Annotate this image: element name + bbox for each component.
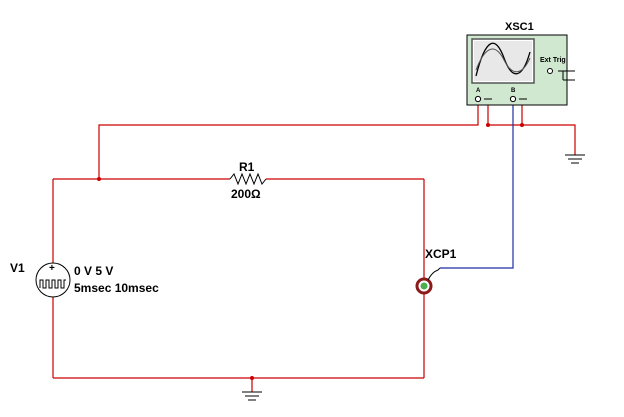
- resistor-ref-label: R1: [239, 160, 255, 174]
- scope-ref-label: XSC1: [505, 21, 534, 33]
- current-probe-xcp1[interactable]: XCP1: [415, 247, 457, 295]
- junction-dot: [520, 123, 524, 127]
- probe-lead: [427, 267, 441, 281]
- wire-probe-to-scope-b[interactable]: [440, 103, 514, 269]
- wire-to-scope-a[interactable]: [98, 103, 479, 179]
- resistor-zigzag: [229, 172, 267, 186]
- scope-channel-a-plus-terminal[interactable]: [474, 95, 482, 103]
- resistor-value-label: 200Ω: [231, 187, 261, 201]
- scope-channel-a-label: A: [476, 88, 481, 94]
- oscilloscope-xsc1[interactable]: XSC1 Ext Trig A B: [466, 21, 575, 106]
- source-timing-label: 5msec 10msec: [74, 281, 159, 295]
- junction-dot: [250, 376, 254, 380]
- scope-channel-b-plus-terminal[interactable]: [509, 95, 517, 103]
- resistor-r1[interactable]: R1 200Ω: [229, 160, 267, 201]
- ground-symbol-right[interactable]: [565, 154, 585, 164]
- source-plus-sign: +: [49, 263, 55, 274]
- source-ref-label: V1: [10, 261, 25, 275]
- clock-source-v1[interactable]: + V1 0 V 5 V 5msec 10msec: [10, 261, 159, 298]
- ground-symbol-bottom[interactable]: [242, 391, 262, 401]
- probe-ref-label: XCP1: [425, 247, 457, 261]
- wire-scope-ground[interactable]: [487, 103, 576, 155]
- source-levels-label: 0 V 5 V: [74, 264, 113, 278]
- scope-screen-inner: [474, 41, 532, 81]
- scope-ext-trig-label: Ext Trig: [540, 57, 566, 64]
- square-wave-icon: [39, 279, 66, 289]
- scope-ext-trig-terminal[interactable]: [547, 68, 553, 74]
- circuit-wires: [52, 103, 576, 392]
- scope-waveform-b: [475, 48, 531, 73]
- scope-channel-b-label: B: [511, 88, 516, 94]
- junction-dot: [97, 177, 101, 181]
- probe-indicator: [420, 282, 428, 290]
- junction-dot: [486, 123, 490, 127]
